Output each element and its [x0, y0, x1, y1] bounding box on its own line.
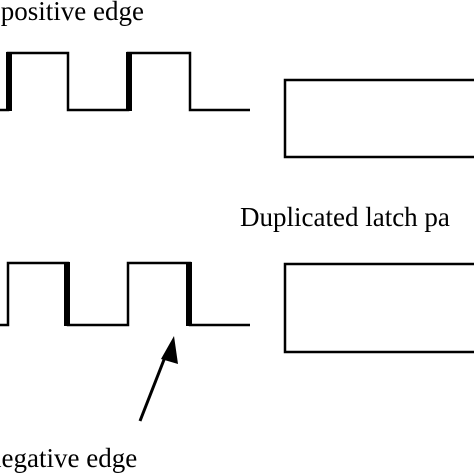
top-clock-waveform [0, 51, 250, 112]
duplicated-latch-label: Duplicated latch pa [240, 202, 450, 232]
negative-edge-label: negative edge [0, 443, 137, 473]
bottom-latch-box [283, 262, 474, 354]
negative-edge-arrow-head [161, 336, 178, 364]
positive-edge-label: a positive edge [0, 0, 144, 26]
negative-edge-arrow-shaft [138, 351, 169, 422]
top-latch-box [283, 78, 474, 159]
bottom-clock-waveform [0, 261, 250, 327]
